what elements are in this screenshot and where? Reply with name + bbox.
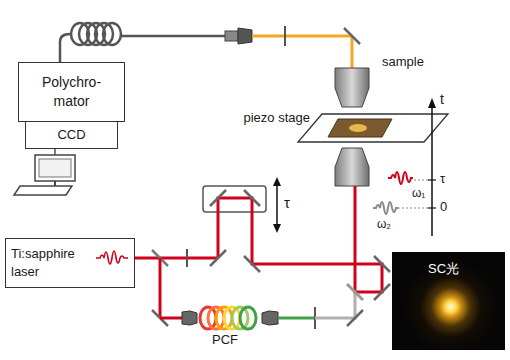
- fiber-loop: [103, 23, 121, 45]
- pulse-omega1: [388, 172, 413, 184]
- mirror: [347, 310, 363, 326]
- arrow-head: [428, 98, 436, 108]
- component-label: sample: [382, 55, 424, 70]
- keyboard: [14, 186, 72, 195]
- optical-fiber: [60, 34, 70, 62]
- arrow-head: [273, 177, 281, 186]
- laser-box: Ti:sapphire laser: [5, 238, 135, 288]
- box-label: CCD: [57, 126, 85, 144]
- delay-arrow: [276, 184, 278, 226]
- sc-light-photo: SC光: [392, 252, 505, 350]
- tick: [428, 207, 436, 208]
- fiber-loop: [240, 307, 256, 329]
- mirror: [210, 250, 226, 266]
- laser-beam: [159, 258, 162, 318]
- axis-tick-label: τ: [440, 172, 445, 187]
- upper-objective: [335, 68, 369, 107]
- filter: [284, 26, 286, 46]
- pulse-omega2: [373, 202, 398, 214]
- component-label: PCF: [212, 333, 238, 348]
- fiber-coil: [71, 23, 121, 45]
- axis-label: t: [440, 91, 444, 107]
- sample-spot: [349, 124, 367, 132]
- laser-beam: [218, 186, 382, 292]
- box-label: Polychro- mator: [30, 73, 114, 111]
- mirror: [244, 256, 260, 272]
- box-label: SC光: [428, 260, 459, 278]
- tick: [428, 179, 436, 180]
- guide-line: [414, 180, 428, 181]
- delay-symbol: τ: [284, 194, 290, 211]
- collimating-objective: [262, 311, 278, 325]
- ccd-box: CCD: [25, 121, 118, 149]
- coupling-objective: [182, 311, 197, 325]
- pulse-symbol: [96, 251, 128, 264]
- component-label: piezo stage: [244, 111, 311, 126]
- piezo-stage: [298, 114, 448, 142]
- time-axis: [431, 106, 433, 236]
- laser-beam: [135, 257, 218, 260]
- waveplate: [186, 249, 188, 267]
- mirror: [244, 190, 260, 206]
- guide-line: [398, 208, 428, 209]
- screen: [39, 159, 71, 177]
- arrow-head: [273, 224, 281, 233]
- mirror: [344, 28, 360, 44]
- mirror: [374, 256, 390, 272]
- supercontinuum-beam: [278, 317, 315, 320]
- optical-fiber: [120, 35, 226, 38]
- lower-objective: [335, 148, 369, 186]
- mirror: [210, 190, 226, 206]
- filtered-beam: [315, 292, 355, 318]
- signal-beam: [351, 36, 354, 70]
- axis-tick-label: 0: [440, 200, 447, 215]
- fiber-coupler: [225, 31, 238, 41]
- mirror: [374, 284, 390, 300]
- frequency-label: ω₁: [412, 187, 425, 201]
- laser-beam: [160, 317, 182, 320]
- sample-plate: [328, 119, 392, 137]
- dichroic-mirror: [347, 284, 363, 300]
- pcf-coil: [200, 307, 256, 329]
- polychromator-box: Polychro- mator: [18, 62, 125, 122]
- monitor: [35, 155, 75, 181]
- coupling-lens: [238, 28, 252, 44]
- frequency-label: ω₂: [377, 218, 391, 232]
- signal-beam: [252, 35, 352, 38]
- box-label: Ti:sapphire laser: [11, 245, 97, 280]
